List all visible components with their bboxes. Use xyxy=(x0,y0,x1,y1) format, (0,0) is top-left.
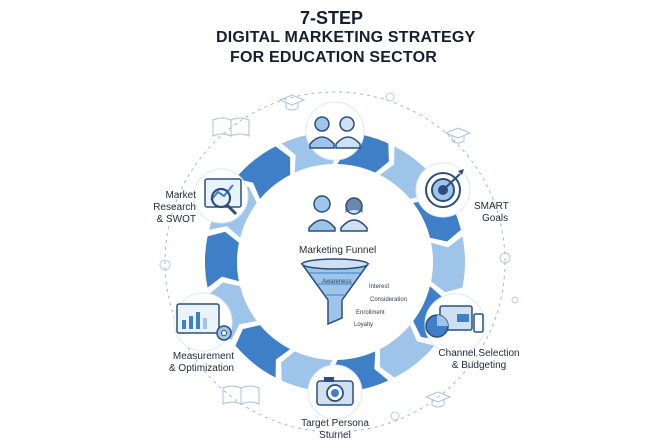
label-smart-line1: SMART xyxy=(474,201,509,212)
funnel-title: Marketing Funnel xyxy=(299,245,377,256)
graduation-cap-icon xyxy=(278,94,472,408)
label-measurement-line2: & Optimization xyxy=(168,363,234,374)
ring-segment xyxy=(431,236,465,293)
devices-icon xyxy=(424,293,486,355)
analytics-icon xyxy=(173,292,233,352)
label-market-research-line2: Research xyxy=(153,202,196,213)
label-persona-line2: Sturnel xyxy=(319,430,351,441)
title-line-1: 7-STEP xyxy=(300,8,364,28)
label-persona-line1: Target Persona xyxy=(301,418,369,429)
outer-dashed-ring xyxy=(164,91,506,433)
funnel-stage-loyalty: Loyalty xyxy=(354,322,374,328)
label-measurement-line1: Measurement xyxy=(172,351,234,362)
title-line-2: DIGITAL MARKETING STRATEGY xyxy=(216,29,476,46)
ring-segment xyxy=(379,325,435,378)
camera-icon xyxy=(307,364,363,420)
ring-segment xyxy=(235,146,291,199)
label-channel-selection: Channel Selection & Budgeting xyxy=(424,348,534,372)
funnel-stage-enrollment: Enrollment xyxy=(356,310,385,316)
ring-segment xyxy=(209,282,257,341)
label-channel-line1: Channel Selection xyxy=(438,348,520,359)
label-measurement: Measurement & Optimization xyxy=(140,351,234,375)
funnel-icon xyxy=(300,258,370,326)
funnel-stage-interest: Interest xyxy=(369,284,390,290)
decor-check-icons xyxy=(159,92,519,421)
label-smart-goals: SMART Goals xyxy=(474,201,509,225)
center-people-icon xyxy=(308,195,368,232)
label-market-research-line1: Market xyxy=(165,190,196,201)
label-smart-line2: Goals xyxy=(482,213,509,224)
ring-segment xyxy=(235,325,291,378)
book-icon xyxy=(212,117,260,405)
magnifier-chart-icon xyxy=(193,168,249,224)
label-channel-line2: & Budgeting xyxy=(451,360,507,371)
people-icon xyxy=(305,101,365,161)
label-market-research-line3: & SWOT xyxy=(156,214,196,225)
funnel-stage-awareness: Awareness xyxy=(322,279,352,285)
label-market-research: Market Research & SWOT xyxy=(140,190,196,226)
label-target-persona: Target Persona Sturnel xyxy=(285,418,385,442)
target-icon xyxy=(415,162,471,218)
funnel-stage-consideration: Consideration xyxy=(370,297,408,303)
ring-segment xyxy=(205,231,239,288)
title-line-3: FOR EDUCATION SECTOR xyxy=(230,49,437,66)
